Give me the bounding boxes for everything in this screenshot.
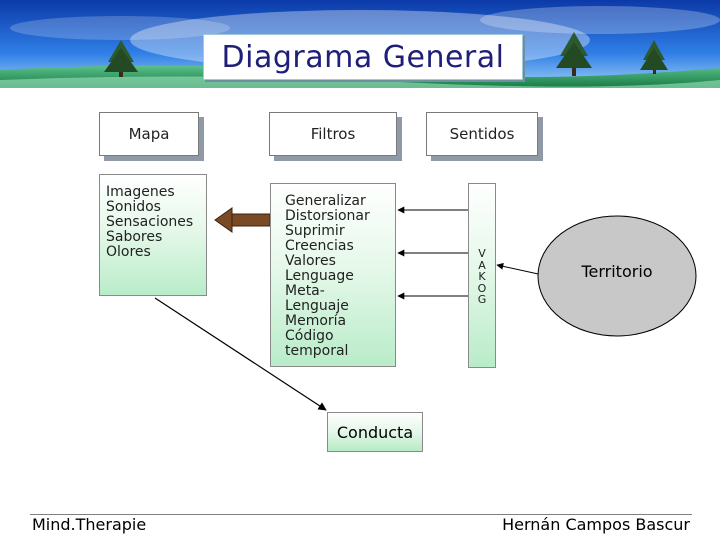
header-filtros: Filtros bbox=[269, 112, 397, 156]
list-item: Lenguage bbox=[285, 268, 354, 284]
territorio-ellipse bbox=[537, 215, 697, 337]
mapa-list: Imagenes Sonidos Sensaciones Sabores Olo… bbox=[99, 174, 207, 296]
title-box: Diagrama General bbox=[203, 34, 523, 80]
header-filtros-label: Filtros bbox=[310, 125, 356, 143]
footer-right: Hernán Campos Bascur bbox=[502, 515, 690, 534]
vakog-letter: V bbox=[478, 247, 486, 260]
list-item: Distorsionar bbox=[285, 208, 370, 224]
vakog-letter: G bbox=[477, 293, 487, 306]
vakog-letter: A bbox=[478, 258, 486, 272]
arrow-mapa-conducta bbox=[154, 297, 327, 411]
header-sentidos-label: Sentidos bbox=[449, 125, 515, 143]
tree-icon bbox=[556, 32, 592, 76]
list-item: Olores bbox=[106, 244, 151, 260]
territorio-label: Territorio bbox=[581, 262, 653, 281]
list-item: Sonidos bbox=[106, 199, 161, 215]
list-item: Código bbox=[285, 328, 334, 344]
list-item: Generalizar bbox=[285, 193, 366, 209]
list-item: Lenguaje bbox=[285, 298, 349, 314]
list-item: Creencias bbox=[285, 238, 354, 254]
header-mapa: Mapa bbox=[99, 112, 199, 156]
footer-divider bbox=[30, 514, 692, 515]
page-title: Diagrama General bbox=[221, 39, 505, 75]
list-item: Suprimir bbox=[285, 223, 345, 239]
vakog-column: V A K O G bbox=[468, 183, 496, 368]
list-item: temporal bbox=[285, 343, 349, 359]
header-sentidos: Sentidos bbox=[426, 112, 538, 156]
tree-icon bbox=[640, 40, 668, 74]
tree-icon bbox=[104, 40, 138, 77]
header-mapa-label: Mapa bbox=[128, 125, 170, 143]
conducta-box: Conducta bbox=[327, 412, 423, 452]
footer-left: Mind.Therapie bbox=[32, 515, 147, 534]
filtros-list: Generalizar Distorsionar Suprimir Creenc… bbox=[270, 183, 396, 367]
brown-arrow bbox=[214, 207, 271, 233]
vakog-letter: K bbox=[478, 270, 486, 283]
list-item: Memoría bbox=[285, 313, 347, 329]
list-item: Sabores bbox=[106, 229, 163, 245]
vakog-letter: O bbox=[477, 281, 487, 295]
list-item: Imagenes bbox=[106, 184, 175, 200]
conducta-label: Conducta bbox=[336, 422, 414, 442]
list-item: Meta- bbox=[285, 283, 325, 299]
list-item: Valores bbox=[285, 253, 336, 269]
list-item: Sensaciones bbox=[106, 214, 194, 230]
